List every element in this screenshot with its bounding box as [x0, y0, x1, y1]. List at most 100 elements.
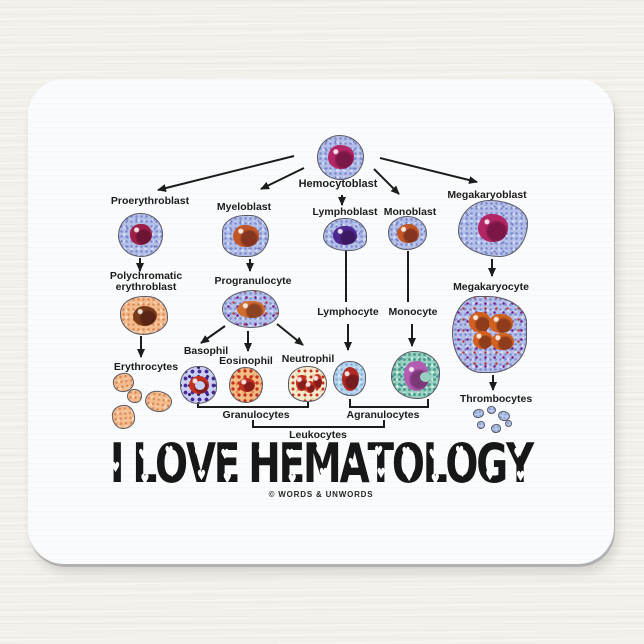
title-letter: L♥♥ — [422, 432, 448, 495]
lymphoblast-label: Lymphoblast — [312, 206, 378, 218]
arrow-hemocytoblast-proerythroblast — [157, 155, 295, 192]
title-letter: O♥♥ — [154, 432, 188, 495]
title-letter: A♥ — [339, 432, 370, 495]
neutrophil-label: Neutrophil — [281, 353, 335, 365]
neutrophil-nucleus-lobe — [313, 374, 322, 389]
heart-icon: ♥ — [167, 464, 177, 481]
neutrophil-nucleus-lobe — [305, 381, 315, 393]
polychromatic-line1: Polychromatic — [109, 270, 183, 282]
polychromatic-erythroblast-nucleus — [133, 306, 157, 326]
heart-icon: ♥ — [194, 445, 204, 462]
heart-icon: ♥ — [222, 471, 232, 488]
heart-icon: ♥ — [260, 469, 270, 486]
heart-icon: ♥ — [285, 447, 295, 464]
heart-icon: ♥ — [455, 443, 465, 460]
arrow-hemocytoblast-myeloblast — [260, 167, 305, 190]
heart-icon: ♥ — [164, 443, 174, 460]
eosinophil-label: Eosinophil — [219, 355, 273, 367]
basophil-cell — [180, 366, 217, 404]
megakaryocyte-nucleus-lobe — [469, 312, 491, 332]
copyright-credit: © WORDS & UNWORDS — [268, 490, 374, 499]
title-letter: V♥♥ — [185, 432, 216, 495]
proerythroblast-label: Proerythroblast — [110, 195, 190, 207]
agranulocytes-label: Agranulocytes — [346, 409, 420, 421]
heart-icon: ♥ — [257, 445, 267, 462]
heart-icon: ♥ — [111, 460, 121, 477]
title-letter: G♥ — [476, 432, 508, 495]
heart-icon: ♥ — [140, 472, 150, 489]
progranulocyte-cell — [222, 290, 279, 328]
heart-icon: ♥ — [287, 472, 297, 489]
megakaryocyte-nucleus-lobe — [491, 333, 514, 350]
heart-icon: ♥ — [315, 443, 325, 460]
title-letter: Y♥♥ — [506, 432, 534, 495]
title-letter: E♥♥ — [213, 432, 241, 495]
polychromatic-line2: erythroblast — [115, 281, 177, 293]
heart-icon: ♥ — [318, 465, 329, 482]
arrow-hemocytoblast-megakaryoblast — [379, 157, 478, 184]
monoblast-label: Monoblast — [383, 206, 437, 218]
title-letter: O♥♥ — [391, 432, 425, 495]
title-letter: L♥♥ — [132, 432, 157, 495]
monoblast-cell — [388, 216, 427, 250]
title-letter: I♥ — [109, 432, 124, 495]
neutrophil-nucleus-lobe — [296, 375, 307, 391]
lymphoblast-cell — [323, 218, 367, 251]
arrow-progranulocyte-basophil — [200, 325, 226, 344]
neutrophil-cell — [288, 366, 327, 402]
heart-icon: ♥ — [485, 467, 495, 484]
heart-icon: ♥ — [347, 455, 357, 472]
megakaryoblast-cell — [458, 200, 528, 257]
eosinophil-cell — [229, 367, 263, 403]
bracket-leukocytes — [252, 420, 385, 428]
heart-icon: ♥ — [513, 445, 523, 462]
monocyte-nucleus-notch — [420, 372, 431, 382]
leukocytes-label: Leukocytes — [289, 429, 347, 441]
erythrocytes-label: Erythrocytes — [113, 361, 179, 373]
polychromatic-erythroblast-label: Polychromatic erythroblast — [110, 271, 182, 293]
heart-icon: ♥ — [196, 467, 207, 484]
progranulocyte-nucleus — [237, 301, 265, 318]
heart-icon: ♥ — [376, 465, 386, 482]
erythrocyte — [127, 389, 142, 403]
heart-icon: ♥ — [220, 447, 230, 464]
megakaryoblast-nucleus — [478, 214, 508, 242]
megakaryocyte-label: Megakaryocyte — [453, 281, 529, 293]
polychromatic-erythroblast-cell — [120, 296, 168, 335]
heart-icon: ♥ — [428, 447, 438, 464]
heart-icon: ♥ — [516, 468, 526, 485]
myeloblast-label: Myeloblast — [216, 201, 272, 213]
bracket-agranulocytes — [349, 399, 429, 408]
title-letter: O♥♥ — [445, 432, 478, 495]
monocyte-label: Monocyte — [388, 306, 438, 318]
proerythroblast-cell — [118, 213, 163, 257]
heart-icon: ♥ — [138, 447, 148, 464]
basophil-label: Basophil — [183, 345, 229, 357]
megakaryoblast-label: Megakaryoblast — [447, 189, 527, 201]
lymphocyte-label: Lymphocyte — [317, 306, 379, 318]
lymphocyte-nucleus — [342, 367, 359, 391]
thrombocytes-label: Thrombocytes — [459, 393, 533, 405]
mousepad: Hemocytoblast Proerythroblast Myeloblast… — [28, 79, 614, 564]
erythrocyte — [110, 404, 137, 430]
heart-icon: ♥ — [401, 444, 411, 461]
monoblast-nucleus — [397, 224, 419, 243]
lymphoblast-nucleus — [333, 226, 357, 245]
heart-icon: ♥ — [374, 443, 384, 460]
erythrocyte — [143, 389, 174, 414]
title-letter: M♥♥ — [303, 432, 342, 495]
heart-icon: ♥ — [404, 469, 414, 486]
thrombocyte — [505, 420, 512, 427]
heart-icon: ♥ — [458, 464, 468, 481]
arrow-progranulocyte-neutrophil — [276, 323, 304, 346]
thrombocyte — [487, 406, 496, 414]
basophil-nucleus-cutout — [195, 381, 205, 390]
eosinophil-nucleus — [239, 378, 255, 392]
megakaryocyte-cell — [452, 296, 527, 373]
monocyte-cell — [391, 351, 440, 399]
title-letter: T♥♥ — [367, 432, 395, 495]
myeloblast-cell — [222, 215, 269, 257]
title-letter: E♥♥ — [278, 432, 306, 495]
arrow-hemocytoblast-monoblast — [373, 168, 400, 195]
progranulocyte-label: Progranulocyte — [214, 275, 292, 287]
